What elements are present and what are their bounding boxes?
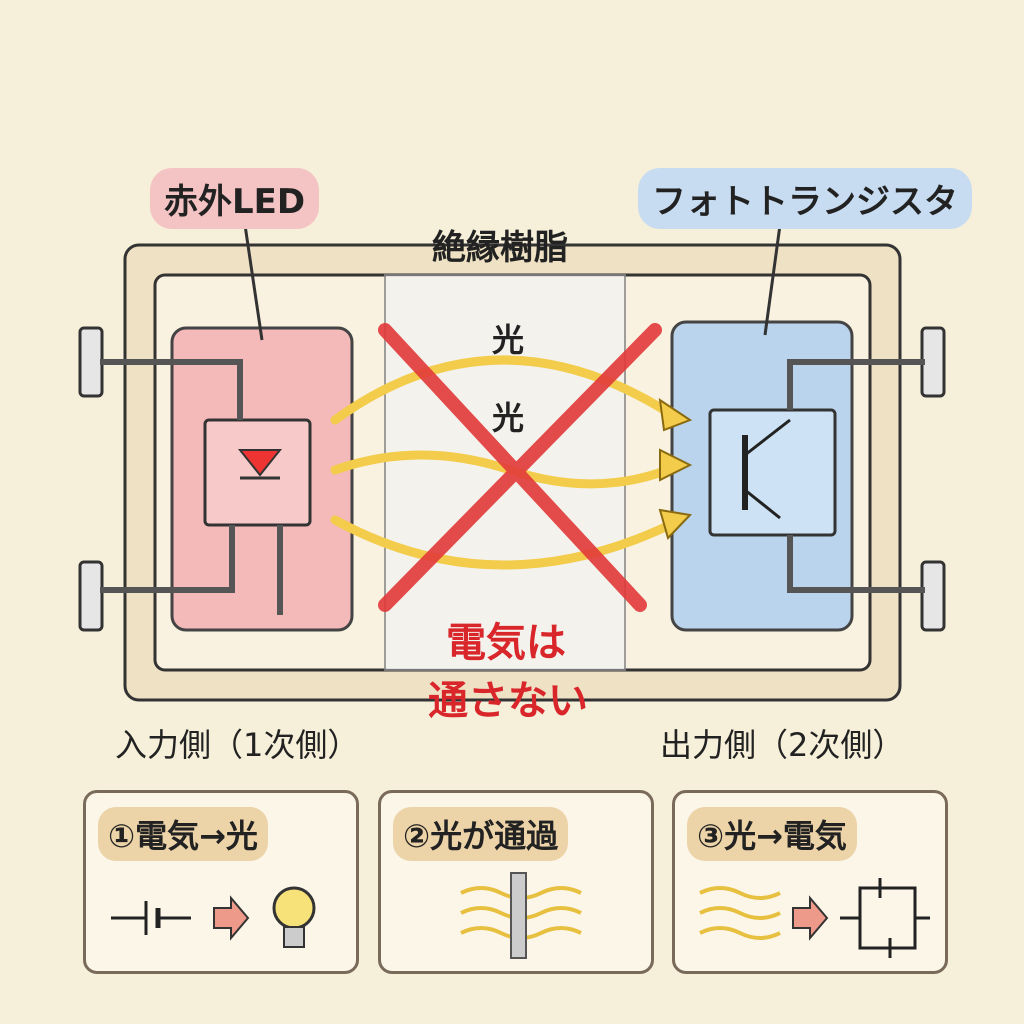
step-title: ②光が通過	[393, 807, 569, 861]
step-title: ③光→電気	[687, 807, 857, 861]
step-title: ①電気→光	[98, 807, 268, 861]
lead-wire	[100, 525, 235, 593]
phototransistor-label: フォトトランジスタ	[638, 168, 972, 229]
pin-left-bottom	[78, 560, 104, 632]
pin-left-top	[78, 326, 104, 398]
step-panel-1: ①電気→光	[83, 790, 359, 974]
blocked-cross-icon	[378, 323, 662, 612]
step-panel-3: ③光→電気	[672, 790, 948, 974]
light-label: 光	[492, 399, 525, 437]
light-label: 光	[492, 321, 525, 359]
light-passing-icon	[460, 872, 582, 959]
diode-icon	[237, 449, 283, 477]
insulation-label: 絶縁樹脂	[432, 228, 568, 268]
pin-right-top	[920, 326, 946, 398]
phototransistor-die	[708, 408, 837, 537]
output-side-label: 出力側（2次側）	[660, 726, 905, 764]
input-side-label: 入力側（1次側）	[115, 726, 360, 764]
step-panel-2: ②光が通過	[378, 790, 654, 974]
insulation-resin	[384, 274, 626, 671]
lead-wire	[100, 359, 243, 420]
battery-to-bulb-icon	[111, 886, 316, 948]
no-electricity-text: 電気は	[446, 620, 566, 666]
light-to-circuit-icon	[699, 878, 930, 958]
led-label: 赤外LED	[150, 168, 320, 229]
pin-right-bottom	[920, 560, 946, 632]
no-electricity-text: 通さない	[428, 678, 588, 724]
